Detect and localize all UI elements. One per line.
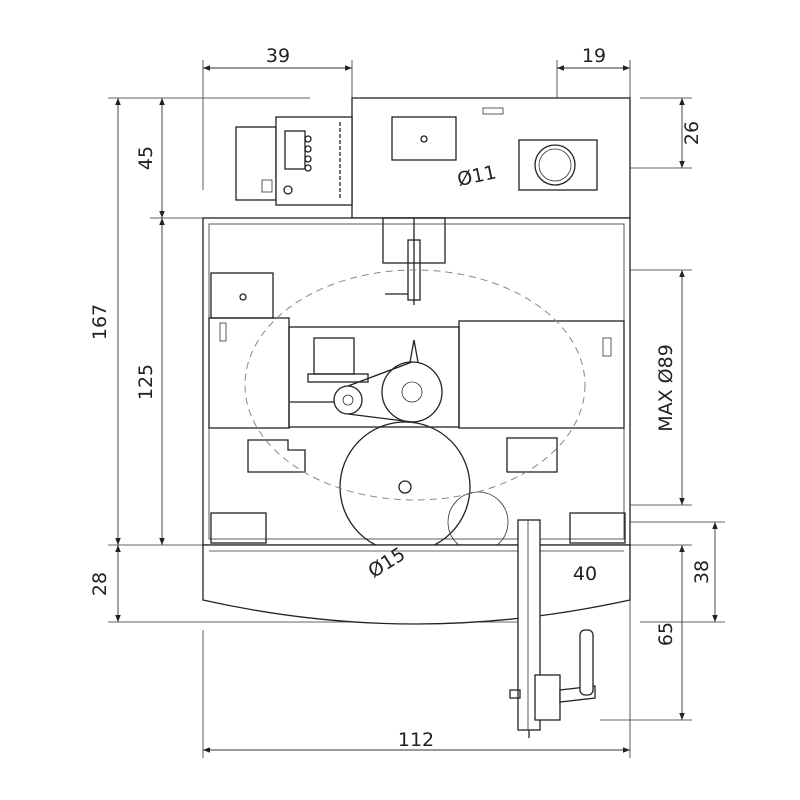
dim-125: 125 — [135, 364, 157, 400]
dim-39: 39 — [266, 45, 290, 67]
dim-max-89: MAX Ø89 — [655, 344, 677, 432]
outlet-opening — [534, 144, 576, 186]
max-diameter-outline — [244, 269, 586, 501]
control-box — [235, 116, 353, 206]
dim-45: 45 — [135, 146, 157, 170]
auger-arm — [509, 519, 596, 738]
dim-40: 40 — [573, 563, 597, 585]
dim-65: 65 — [655, 622, 677, 646]
dim-38: 38 — [691, 560, 713, 584]
main-body — [202, 217, 631, 553]
bottom-tray — [202, 544, 631, 625]
dim-28: 28 — [89, 572, 111, 596]
upper-outlet-housing — [351, 97, 631, 219]
dim-19: 19 — [582, 45, 606, 67]
dim-26: 26 — [681, 121, 703, 145]
dim-112: 112 — [398, 729, 434, 751]
dim-167: 167 — [89, 304, 111, 340]
